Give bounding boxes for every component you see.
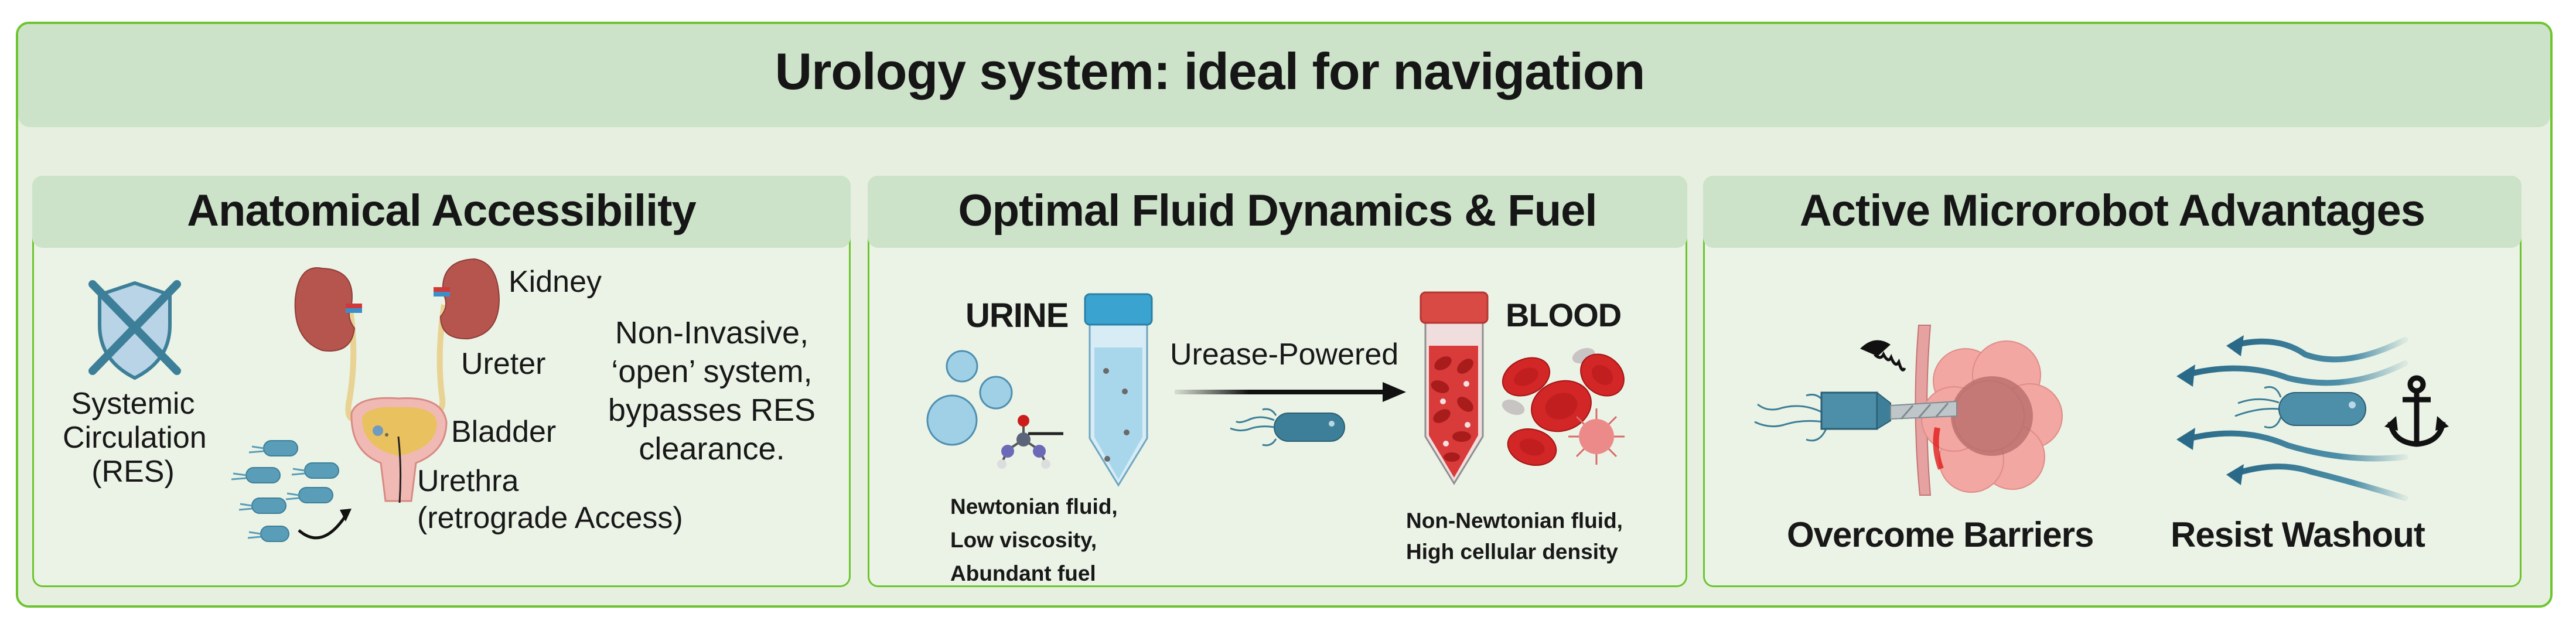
kidney-left xyxy=(294,267,356,352)
blood-tube-icon xyxy=(1420,291,1489,485)
anchor-icon xyxy=(2387,375,2446,447)
kidney-label: Kidney xyxy=(509,265,602,299)
urinary-tract-illustration xyxy=(294,258,500,503)
resist-washout-label: Resist Washout xyxy=(2171,515,2425,554)
blood-label: BLOOD xyxy=(1506,297,1622,333)
right-arrow-icon xyxy=(1175,382,1406,402)
bladder-label: Bladder xyxy=(451,415,557,449)
panel-header: Active Microrobot Advantages xyxy=(1703,176,2522,248)
urine-label: URINE xyxy=(965,297,1069,335)
drill-microrobot-icon xyxy=(1754,325,2063,496)
figure-title: Urology system: ideal for navigation xyxy=(774,42,1646,100)
urine-bubbles-and-urea-icon xyxy=(926,350,1063,469)
panel-heading: Anatomical Accessibility xyxy=(187,185,697,236)
panel-header: Optimal Fluid Dynamics & Fuel xyxy=(868,176,1687,248)
kidney-right xyxy=(439,258,500,340)
ureter-label: Ureter xyxy=(461,347,546,381)
overcome-barriers-label: Overcome Barriers xyxy=(1787,515,2094,554)
blood-caption: Non-Newtonian fluid, High cellular densi… xyxy=(1406,509,1623,564)
title-band xyxy=(18,24,2550,127)
res-label: Systemic Circulation (RES) xyxy=(63,387,207,489)
urine-caption: Newtonian fluid, Low viscosity, Abundant… xyxy=(950,495,1118,585)
resist-washout-icon xyxy=(2176,335,2449,501)
blood-cells-icon xyxy=(1502,347,1625,466)
urethra-note: (retrograde Access) xyxy=(417,501,683,535)
urine-tube-icon xyxy=(1084,293,1153,487)
panel-header: Anatomical Accessibility xyxy=(32,176,851,248)
accessibility-summary: Non-Invasive, ‘open’ system, bypasses RE… xyxy=(608,315,816,466)
crossed-shield-icon xyxy=(88,280,181,380)
panel-microrobot-advantages: Active Microrobot Advantages xyxy=(1703,176,2522,587)
urethra-label: Urethra xyxy=(417,464,519,498)
urease-microrobot-icon xyxy=(1230,408,1345,447)
urease-powered-label: Urease-Powered xyxy=(1170,338,1399,372)
microrobot-swarm-icon xyxy=(231,440,352,542)
panel-heading: Active Microrobot Advantages xyxy=(1799,185,2425,236)
panel-heading: Optimal Fluid Dynamics & Fuel xyxy=(958,185,1597,236)
